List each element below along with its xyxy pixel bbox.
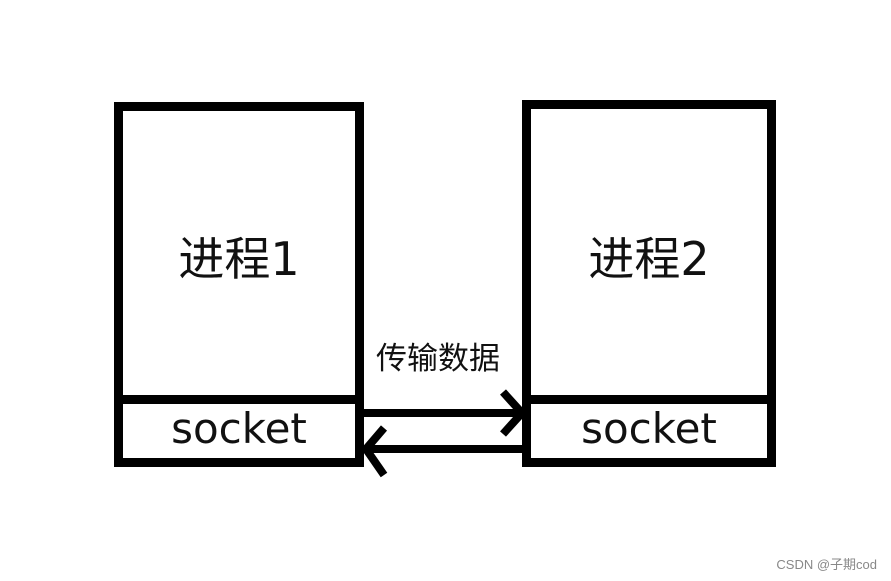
process-2-box — [522, 100, 776, 404]
socket-1-label: socket — [171, 404, 307, 453]
process-2-label: 进程2 — [588, 232, 710, 286]
arrowhead-right — [500, 389, 528, 437]
arrowhead-left — [360, 425, 388, 478]
watermark: CSDN @子期cod — [776, 557, 877, 572]
process-1-label: 进程1 — [178, 232, 300, 286]
socket-1-box — [114, 395, 364, 467]
socket-2-label: socket — [581, 404, 717, 453]
process-1-box — [114, 102, 364, 404]
transfer-data-label: 传输数据 — [376, 341, 500, 377]
socket-2-box — [522, 395, 776, 467]
